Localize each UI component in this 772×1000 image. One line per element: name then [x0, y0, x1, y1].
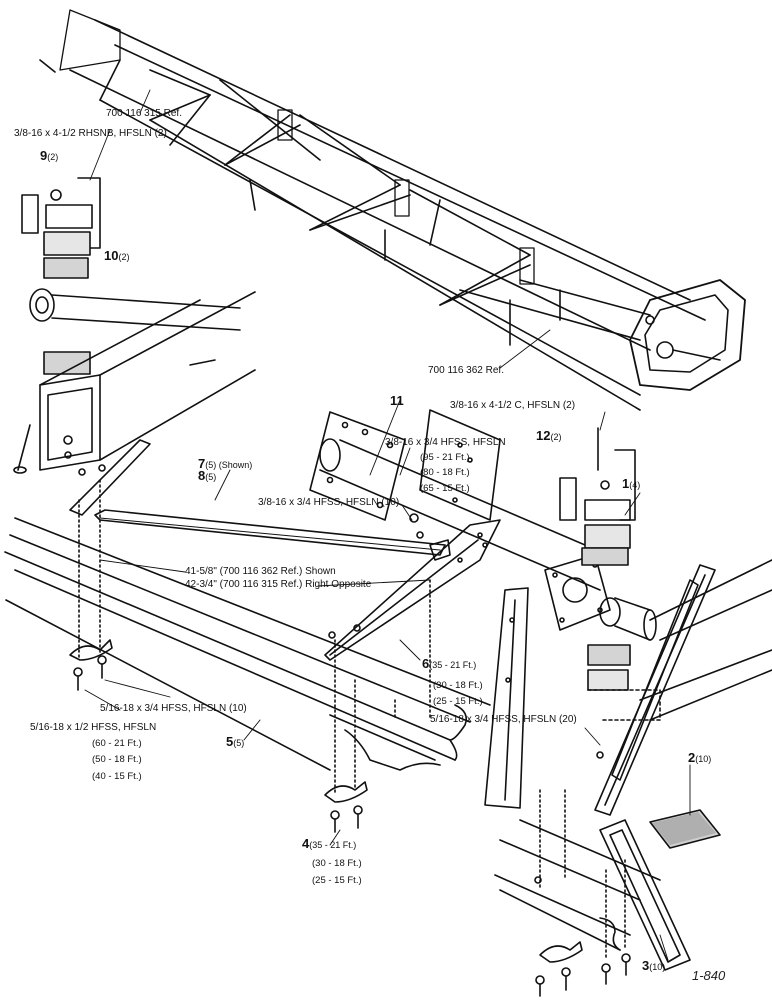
- ref-label-700-116-362: 700 116 362 Ref.: [428, 365, 504, 376]
- callout-part-7: 7(5) (Shown): [198, 456, 253, 471]
- part-3-tall-blade: [594, 564, 716, 816]
- label-hfss-10: 3/8-16 x 3/4 HFSS, HFSLN (10): [258, 497, 400, 508]
- callout-part-2: 2(10): [688, 750, 712, 765]
- callout-part-12: 12(2): [536, 428, 562, 443]
- ref-label-700-116-315: 700 116 315 Ref.: [106, 108, 182, 119]
- label-hfss-3-8-qty-15: (65 - 15 Ft.): [420, 483, 470, 494]
- figure-reference: 1-840: [692, 968, 726, 983]
- label-hfss-half-qty-15: (40 - 15 Ft.): [92, 771, 142, 782]
- callout-part-6: 6(35 - 21 Ft.): [422, 656, 477, 671]
- label-hfss-5-16-10: 5/16-18 x 3/4 HFSS, HFSLN (10): [100, 703, 247, 714]
- reel-frame-truss: [39, 9, 746, 411]
- callout-part-10-qty: (2): [118, 252, 130, 262]
- leader-lines: [84, 89, 691, 961]
- label-bolt-rhsnb: 3/8-16 x 4-1/2 RHSNB, HFSLN (2): [14, 128, 167, 139]
- callout-part-5: 5(5): [226, 734, 245, 749]
- label-length-opposite: 42-3/4" (700 116 315 Ref.) Right Opposit…: [185, 579, 372, 590]
- label-bolt-c: 3/8-16 x 4-1/2 C, HFSLN (2): [450, 400, 576, 411]
- callout-part-4-qty-21: (35 - 21 Ft.): [309, 840, 357, 850]
- callout-part-6-qty-15: (25 - 15 Ft.): [433, 696, 483, 707]
- callout-part-8: 8(5): [198, 468, 217, 483]
- callout-part-4-qty-18: (30 - 18 Ft.): [312, 858, 362, 869]
- callout-part-4: 4(35 - 21 Ft.): [302, 836, 357, 851]
- left-bearing-assembly: [21, 177, 241, 375]
- label-hfss-3-8: 3/8-16 x 3/4 HFSS, HFSLN: [385, 437, 506, 448]
- label-hfss-half-qty-21: (60 - 21 Ft.): [92, 738, 142, 749]
- callout-part-5-qty: (5): [233, 738, 245, 748]
- callout-part-8-qty: (5): [205, 472, 217, 482]
- callout-part-1-qty: (4): [629, 480, 641, 490]
- left-square-tube: [13, 291, 256, 474]
- label-hfss-half: 5/16-18 x 1/2 HFSS, HFSLN: [30, 722, 157, 733]
- short-brace: [69, 439, 151, 516]
- label-hfss-5-16-20: 5/16-18 x 3/4 HFSS, HFSLN (20): [430, 714, 577, 725]
- callout-part-3: 3(10): [642, 958, 666, 973]
- part-3-plate: [599, 819, 691, 971]
- part-2-pad: [649, 809, 721, 849]
- part-11-shaft-and-plate: [309, 409, 661, 721]
- callout-part-10: 10(2): [104, 248, 130, 263]
- part-6-brace: [324, 519, 501, 661]
- right-hanger-assembly: [559, 427, 636, 566]
- callout-part-12-qty: (2): [550, 432, 562, 442]
- callout-part-6-qty-18: (30 - 18 Ft.): [433, 680, 483, 691]
- right-reel-arm: [639, 559, 772, 721]
- part-6-blade: [484, 587, 529, 809]
- label-length-shown: 41-5/8" (700 116 362 Ref.) Shown: [185, 566, 336, 577]
- callout-part-1: 1(4): [622, 476, 641, 491]
- label-hfss-3-8-qty-21: (95 - 21 Ft.): [420, 452, 470, 463]
- right-lower-channel: [494, 789, 661, 961]
- label-hfss-half-qty-18: (50 - 18 Ft.): [92, 754, 142, 765]
- callout-part-6-qty-21: (35 - 21 Ft.): [429, 660, 477, 670]
- callout-part-3-qty: (10): [649, 962, 666, 972]
- label-hfss-3-8-qty-18: (80 - 18 Ft.): [420, 467, 470, 478]
- callout-part-4-qty-15: (25 - 15 Ft.): [312, 875, 362, 886]
- part-7-brace: [94, 509, 451, 561]
- small-bolts: [73, 464, 631, 997]
- callout-part-7-qty: (5) (Shown): [205, 460, 253, 470]
- callout-part-9: 9(2): [40, 148, 59, 163]
- part-4-clamps: [69, 479, 583, 963]
- part-5-channel: [4, 517, 491, 771]
- callout-part-2-qty: (10): [695, 754, 712, 764]
- callout-part-11: 11: [390, 393, 404, 408]
- callout-part-9-qty: (2): [47, 152, 59, 162]
